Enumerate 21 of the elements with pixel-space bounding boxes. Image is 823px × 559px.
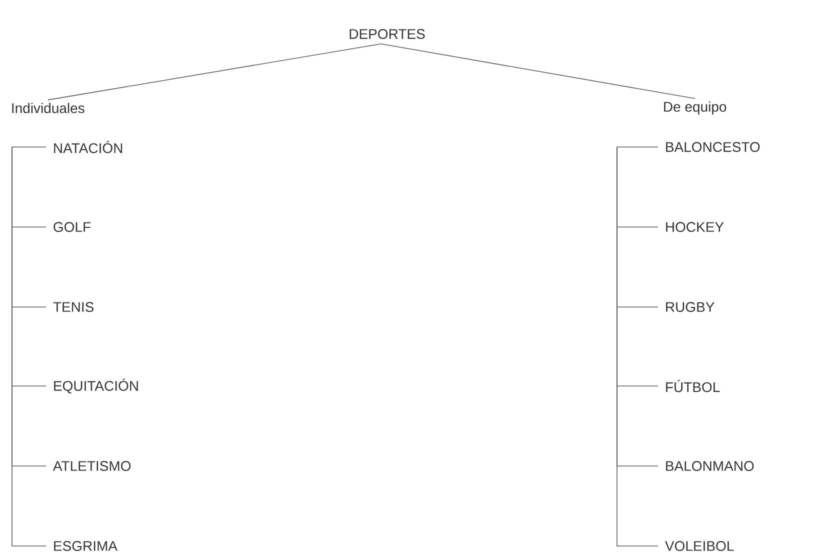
sport-label: HOCKEY: [666, 222, 724, 232]
sport-label: EQUITACIÓN: [54, 378, 138, 394]
sport-label: RUGBY: [666, 302, 714, 312]
heading-text: DEPORTES: [350, 29, 425, 39]
tree-branch: [12, 146, 46, 148]
sport-label: VOLEIBOL: [665, 541, 734, 551]
sport-label: BALONCESTO: [666, 142, 760, 152]
sport-label: ESGRIMA: [54, 541, 118, 551]
sport-label: GOLF: [54, 222, 90, 232]
sport-label: BALONMANO: [666, 461, 754, 471]
tree-branch: [616, 146, 658, 546]
tree-branch: [12, 146, 46, 546]
sport-label: ATLETISMO: [52, 461, 131, 471]
group-label: De equipo: [664, 101, 726, 115]
sport-label: NATACIÓN: [54, 140, 122, 154]
connector-line: [380, 43, 696, 99]
connector-line: [48, 43, 382, 100]
tree-branch: [616, 146, 658, 148]
sport-label: FÚTBOL: [666, 380, 720, 392]
group-label: Individuales: [12, 102, 84, 114]
sport-label: TENIS: [53, 302, 94, 312]
